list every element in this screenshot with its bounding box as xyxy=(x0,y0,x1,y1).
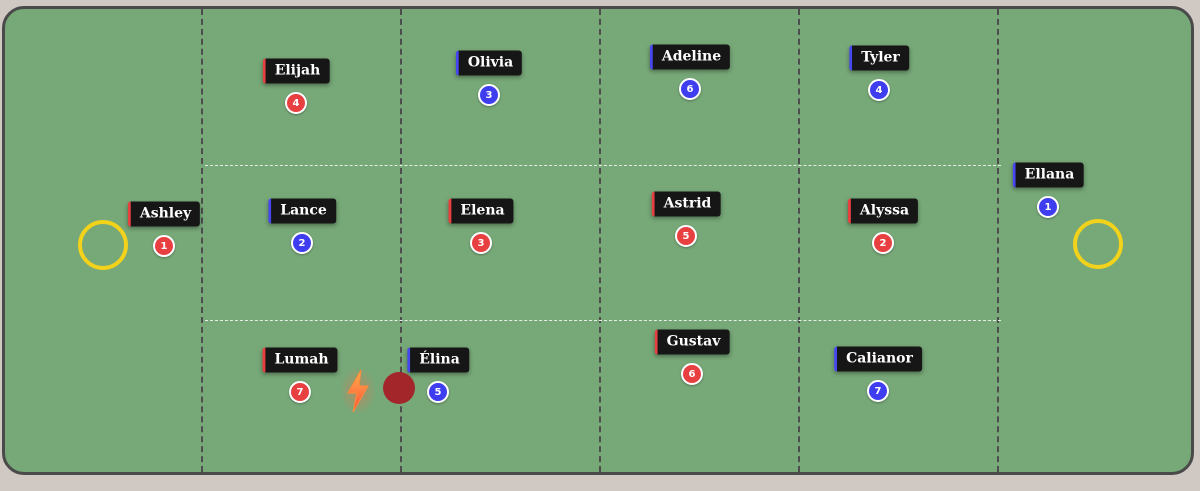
ball[interactable] xyxy=(383,372,415,404)
player-number-badge: 4 xyxy=(285,92,307,114)
player-number-badge: 7 xyxy=(289,381,311,403)
zone-divider xyxy=(201,9,203,472)
player-name: Adeline xyxy=(649,44,731,70)
player-name: Élina xyxy=(407,347,469,373)
player-number-badge: 5 xyxy=(675,225,697,247)
player-name: Lance xyxy=(268,198,336,224)
player-number-badge: 6 xyxy=(679,78,701,100)
player-name: Ashley xyxy=(127,201,201,227)
player-name: Olivia xyxy=(455,50,523,76)
player-name: Elena xyxy=(448,198,514,224)
player-number-badge: 2 xyxy=(872,232,894,254)
player-name: Lumah xyxy=(262,347,338,373)
player-number-badge: 5 xyxy=(427,381,449,403)
player-number-badge: 2 xyxy=(291,232,313,254)
player-name: Tyler xyxy=(849,45,909,71)
player-number-badge: 1 xyxy=(1037,196,1059,218)
lane-divider xyxy=(205,320,1001,321)
lane-divider xyxy=(205,165,1001,166)
player-number-badge: 6 xyxy=(681,363,703,385)
zone-divider xyxy=(599,9,601,472)
playing-field xyxy=(2,6,1194,475)
player-name: Elijah xyxy=(262,58,330,84)
zone-divider xyxy=(997,9,999,472)
player-name: Calianor xyxy=(834,346,922,372)
right-goal-ring xyxy=(1073,219,1123,269)
player-number-badge: 3 xyxy=(478,84,500,106)
player-name: Gustav xyxy=(654,329,730,355)
player-number-badge: 3 xyxy=(470,232,492,254)
left-goal-ring xyxy=(78,220,128,270)
player-name: Alyssa xyxy=(847,198,919,224)
player-name: Ellana xyxy=(1012,162,1084,188)
lightning-bolt-icon[interactable] xyxy=(340,366,376,416)
player-name: Astrid xyxy=(651,191,721,217)
zone-divider xyxy=(798,9,800,472)
player-number-badge: 1 xyxy=(153,235,175,257)
player-number-badge: 7 xyxy=(867,380,889,402)
zone-divider xyxy=(400,9,402,472)
player-number-badge: 4 xyxy=(868,79,890,101)
